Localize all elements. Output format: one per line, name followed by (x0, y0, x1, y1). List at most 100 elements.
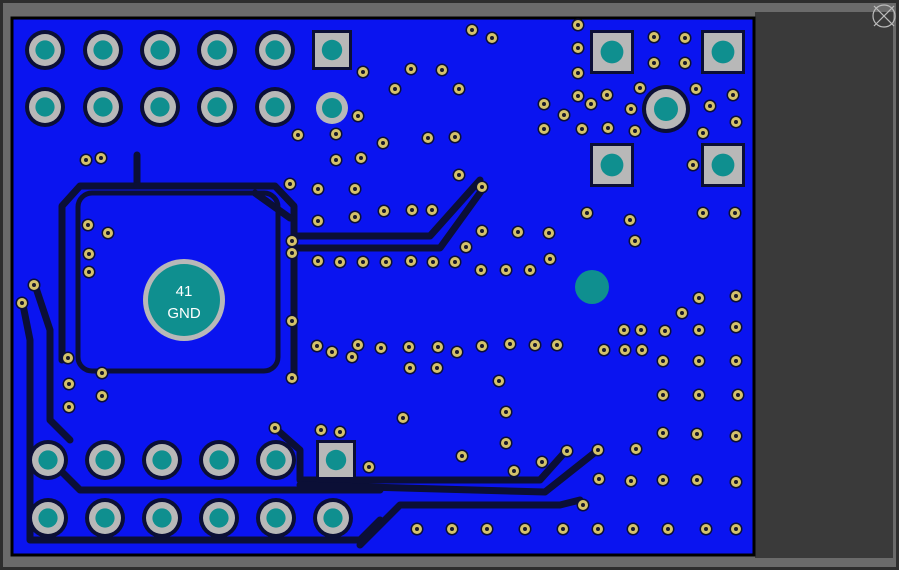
square-pad[interactable] (312, 30, 352, 70)
via-hole (290, 376, 294, 380)
via-hole (736, 393, 740, 397)
mounting-pad[interactable] (575, 270, 609, 304)
via-hole (409, 67, 413, 71)
via (61, 351, 75, 365)
through-hole-pad[interactable] (85, 498, 125, 538)
via-hole (589, 102, 593, 106)
pad-copper (38, 508, 58, 528)
through-hole-pad[interactable] (255, 87, 295, 127)
via-hole (338, 260, 342, 264)
via (94, 151, 108, 165)
via-hole (542, 127, 546, 131)
via-hole (565, 449, 569, 453)
via (628, 124, 642, 138)
via (452, 82, 466, 96)
via (15, 296, 29, 310)
via (560, 444, 574, 458)
via (426, 255, 440, 269)
via-hole (733, 211, 737, 215)
via-hole (67, 382, 71, 386)
via (351, 338, 365, 352)
via-hole (540, 460, 544, 464)
through-hole-pad[interactable] (142, 440, 182, 480)
through-hole-pad[interactable] (140, 87, 180, 127)
via-hole (32, 283, 36, 287)
via-hole (401, 416, 405, 420)
via-hole (704, 527, 708, 531)
through-hole-pad[interactable] (642, 85, 690, 133)
via-hole (666, 527, 670, 531)
pad-copper (321, 39, 343, 61)
through-hole-pad[interactable] (197, 87, 237, 127)
via (634, 323, 648, 337)
via (81, 218, 95, 232)
via (291, 128, 305, 142)
pad-copper (150, 97, 170, 117)
via-hole (634, 447, 638, 451)
through-hole-pad[interactable] (255, 30, 295, 70)
through-hole-pad[interactable] (256, 498, 296, 538)
through-hole-pad[interactable] (28, 440, 68, 480)
via-hole (629, 107, 633, 111)
via-hole (533, 343, 537, 347)
via (601, 121, 615, 135)
square-pad[interactable] (590, 30, 634, 74)
via (285, 234, 299, 248)
through-hole-pad[interactable] (140, 30, 180, 70)
via-hole (290, 319, 294, 323)
via-hole (512, 469, 516, 473)
via (696, 126, 710, 140)
through-hole-pad[interactable] (83, 30, 123, 70)
via (62, 377, 76, 391)
through-hole-pad[interactable] (28, 498, 68, 538)
through-hole-pad[interactable] (199, 440, 239, 480)
via (485, 31, 499, 45)
via-hole (734, 359, 738, 363)
via (329, 127, 343, 141)
square-pad[interactable] (701, 143, 745, 187)
through-hole-pad[interactable] (25, 30, 65, 70)
through-hole-pad[interactable] (142, 498, 182, 538)
via-hole (457, 173, 461, 177)
through-hole-pad[interactable] (313, 498, 353, 538)
via-hole (87, 252, 91, 256)
through-hole-pad[interactable] (199, 498, 239, 538)
via-hole (596, 448, 600, 452)
through-hole-pad[interactable] (25, 87, 65, 127)
via (431, 340, 445, 354)
via-hole (528, 268, 532, 272)
through-hole-pad[interactable] (316, 92, 348, 124)
via-hole (470, 28, 474, 32)
via (729, 475, 743, 489)
square-pad[interactable] (590, 143, 634, 187)
via-hole (457, 87, 461, 91)
via (656, 426, 670, 440)
square-pad[interactable] (701, 30, 745, 74)
via-hole (631, 527, 635, 531)
square-pad[interactable] (316, 440, 356, 480)
via-hole (408, 366, 412, 370)
via (285, 371, 299, 385)
via (351, 109, 365, 123)
via (647, 56, 661, 70)
pad-copper (711, 153, 735, 177)
gnd-pad-41[interactable]: 41 GND (143, 259, 225, 341)
through-hole-pad[interactable] (197, 30, 237, 70)
via-hole (661, 478, 665, 482)
via-hole (84, 158, 88, 162)
via (348, 182, 362, 196)
via (311, 182, 325, 196)
via-hole (99, 156, 103, 160)
through-hole-pad[interactable] (83, 87, 123, 127)
via-hole (508, 342, 512, 346)
via-hole (602, 348, 606, 352)
via (557, 108, 571, 122)
pad-copper (150, 40, 170, 60)
via (475, 339, 489, 353)
through-hole-pad[interactable] (85, 440, 125, 480)
via (285, 246, 299, 260)
via (82, 265, 96, 279)
via-hole (410, 208, 414, 212)
through-hole-pad[interactable] (256, 440, 296, 480)
